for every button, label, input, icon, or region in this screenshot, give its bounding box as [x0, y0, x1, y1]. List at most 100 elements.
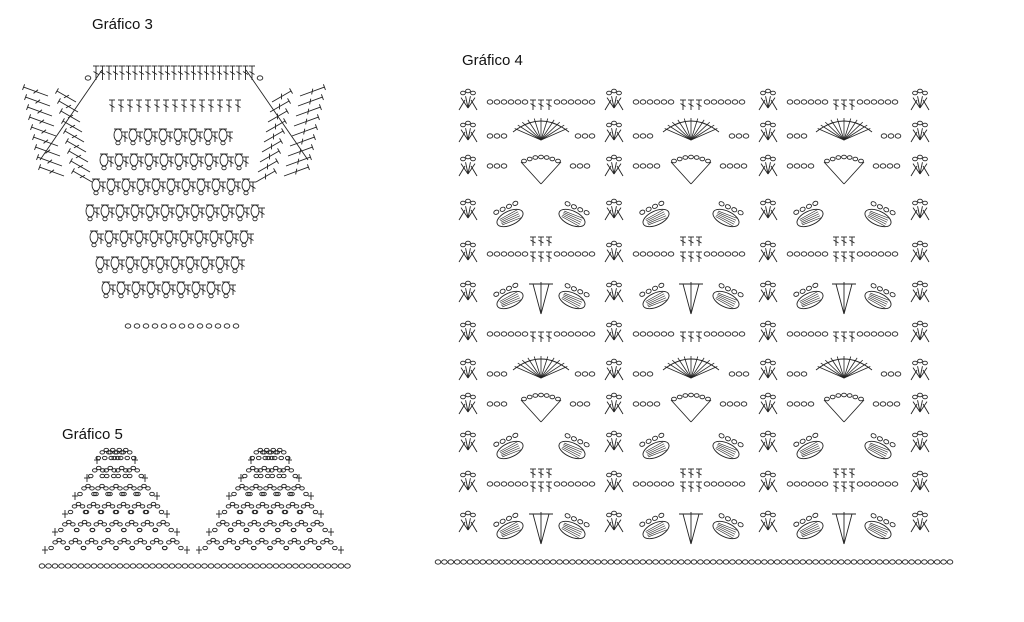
chain-stitch-icon	[812, 559, 819, 565]
stitch-bar	[833, 485, 839, 489]
double-crochet-icon	[538, 481, 544, 492]
leaf-vein	[647, 447, 667, 456]
stitch-top	[65, 138, 69, 144]
cluster-post	[613, 367, 622, 379]
cluster-post	[606, 289, 615, 301]
chain-stitch-icon	[112, 450, 118, 455]
chain-stitch-icon	[266, 450, 273, 455]
cluster-leg	[758, 481, 766, 493]
chain-stitch-icon	[556, 559, 563, 565]
chain-stitch-icon	[760, 512, 766, 518]
leaf-vein	[800, 293, 819, 304]
puff-stitch-icon	[191, 281, 201, 299]
fan-arc	[512, 120, 570, 133]
cluster-post	[767, 439, 776, 451]
puff-body	[101, 281, 111, 295]
puff-stitch-icon	[99, 153, 109, 171]
leaf-vein	[717, 444, 737, 453]
chain-stitch-icon	[121, 491, 127, 497]
double-crochet-icon	[199, 207, 205, 218]
fan-post	[843, 359, 864, 379]
leaf-vein	[802, 299, 822, 308]
chain-stitch-icon	[889, 442, 896, 448]
stitch-bar	[849, 335, 855, 339]
chain-stitch-icon	[145, 486, 151, 491]
puff-body	[131, 281, 141, 295]
chain-stitch-icon	[883, 207, 890, 213]
double-crochet-icon	[841, 481, 847, 492]
chain-stitch-icon	[486, 163, 494, 169]
chain-stitch-icon	[470, 432, 476, 438]
leaf-vein	[868, 296, 887, 307]
chain-stitch-icon	[800, 331, 808, 337]
stitch-bar	[154, 211, 160, 215]
stitch-bar	[108, 160, 114, 164]
chain-stitch-icon	[611, 88, 617, 94]
leaf-vein	[647, 297, 667, 306]
chain-stitch-icon	[863, 251, 871, 257]
leaf-vein	[648, 449, 668, 458]
leaf-vein	[500, 211, 519, 222]
double-crochet-icon	[203, 233, 209, 244]
chain-stitch-icon	[507, 481, 515, 487]
leaf-vein	[870, 210, 890, 219]
cluster-leg	[922, 209, 930, 221]
stitch-bar	[203, 237, 209, 241]
cluster-post	[611, 438, 615, 451]
cluster-post	[467, 288, 471, 301]
cluster-post	[613, 439, 622, 451]
cluster-post	[460, 289, 469, 301]
leaf-vein	[562, 214, 581, 225]
stitch-bar	[849, 239, 855, 244]
fan-post	[830, 357, 845, 379]
chain-stitch-icon	[564, 433, 571, 439]
fan-post	[817, 128, 845, 141]
chain-stitch-icon	[660, 481, 668, 487]
chain-stitch-icon	[588, 331, 596, 337]
leaf-vein	[646, 213, 666, 223]
cluster-post	[611, 128, 615, 141]
chain-stitch-icon	[682, 393, 689, 398]
chain-stitch-icon	[922, 200, 928, 206]
double-crochet-icon	[38, 164, 65, 177]
chain-stitch-icon	[793, 291, 800, 297]
puff-body	[166, 178, 176, 192]
puff-stitch-icon	[234, 153, 244, 171]
cluster-post	[611, 366, 615, 379]
puff-chain	[243, 190, 249, 196]
chain-stitch-icon	[152, 527, 158, 533]
cluster-leg	[758, 209, 766, 221]
leaf-shell-icon	[712, 283, 744, 310]
long-post	[532, 283, 542, 315]
double-crochet-icon	[841, 331, 847, 342]
stitch-bar	[164, 71, 171, 75]
chain-stitch-icon	[793, 209, 800, 215]
puff-stitch-icon	[203, 128, 213, 146]
double-crochet-icon	[546, 236, 552, 246]
stitch-bar	[307, 108, 310, 115]
cluster-stitch-icon	[758, 120, 778, 143]
double-crochet-icon	[250, 181, 256, 192]
chain-stitch-icon	[606, 360, 612, 366]
cluster-post	[465, 518, 469, 531]
stitch-bar	[109, 211, 115, 215]
chain-stitch-icon	[611, 280, 617, 286]
chain-stitch-icon	[253, 563, 260, 569]
stitch-bar	[128, 237, 134, 241]
double-crochet-icon	[833, 236, 839, 246]
cluster-post	[613, 288, 617, 301]
cluster-post	[613, 366, 617, 379]
cluster-post	[460, 367, 469, 379]
puff-chain	[118, 293, 124, 299]
chain-stitch-icon	[560, 481, 568, 487]
chain-stitch-icon	[253, 468, 260, 473]
chain-stitch-icon	[800, 251, 808, 257]
cluster-stitch-icon	[758, 154, 778, 177]
double-crochet-icon	[140, 284, 146, 295]
chain-stitch-icon	[302, 522, 309, 527]
puff-stitch-icon	[131, 281, 141, 299]
stitch-bar	[849, 103, 855, 107]
fan-post	[690, 357, 705, 379]
chain-stitch-icon	[912, 322, 918, 328]
leaf-shell-icon	[712, 201, 744, 228]
